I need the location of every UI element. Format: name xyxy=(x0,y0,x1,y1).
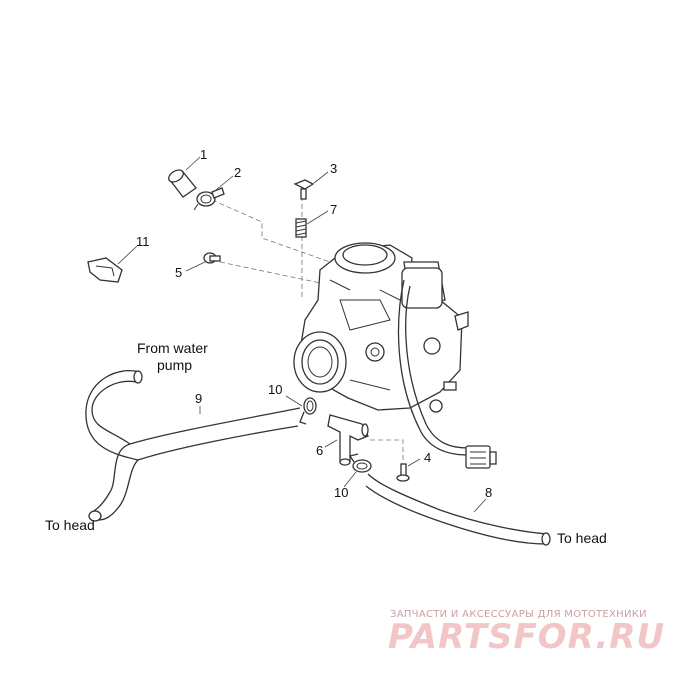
watermark-brand: PARTSFOR.RU xyxy=(388,617,665,657)
hose-clamp-icon xyxy=(299,397,317,425)
callout-2: 2 xyxy=(234,165,241,180)
callout-11: 11 xyxy=(136,234,150,249)
callout-3: 3 xyxy=(330,161,337,176)
hose-clamp-icon xyxy=(348,453,372,473)
clip-icon xyxy=(87,257,123,283)
callout-leaders xyxy=(117,156,487,513)
hose-fitting-icon xyxy=(327,414,369,466)
screw-icon xyxy=(396,463,410,482)
callout-5: 5 xyxy=(175,265,182,280)
sleeve-icon xyxy=(168,169,197,198)
callout-1: 1 xyxy=(200,147,207,162)
label-to-head-right: To head xyxy=(557,530,607,546)
label-pump: pump xyxy=(157,357,192,373)
callout-numbers: 1 2 3 4 5 6 7 8 9 10 10 11 xyxy=(136,147,492,500)
watermark-tagline: ЗАПЧАСТИ И АКСЕССУАРЫ ДЛЯ МОТОТЕХНИКИ xyxy=(390,609,647,620)
screw-icon xyxy=(293,179,315,200)
alignment-lines xyxy=(211,196,404,470)
callout-10-lower: 10 xyxy=(334,485,348,500)
hose-8 xyxy=(365,473,551,546)
watermark: ЗАПЧАСТИ И АКСЕССУАРЫ ДЛЯ МОТОТЕХНИКИ PA… xyxy=(388,609,665,657)
callout-10-upper: 10 xyxy=(268,382,282,397)
diagram-labels: From water pump To head To head xyxy=(45,340,607,546)
callout-8: 8 xyxy=(485,485,492,500)
callout-7: 7 xyxy=(330,202,337,217)
label-from-water: From water xyxy=(137,340,208,356)
label-to-head-left: To head xyxy=(45,517,95,533)
screw-icon xyxy=(203,252,221,264)
callout-9: 9 xyxy=(195,391,202,406)
hose-clamp-icon xyxy=(193,187,225,211)
spring-icon xyxy=(295,218,307,238)
callout-6: 6 xyxy=(316,443,323,458)
carburetor-icon xyxy=(293,242,469,456)
hose-9 xyxy=(85,370,301,522)
connector-icon xyxy=(465,445,497,469)
callout-4: 4 xyxy=(424,450,431,465)
